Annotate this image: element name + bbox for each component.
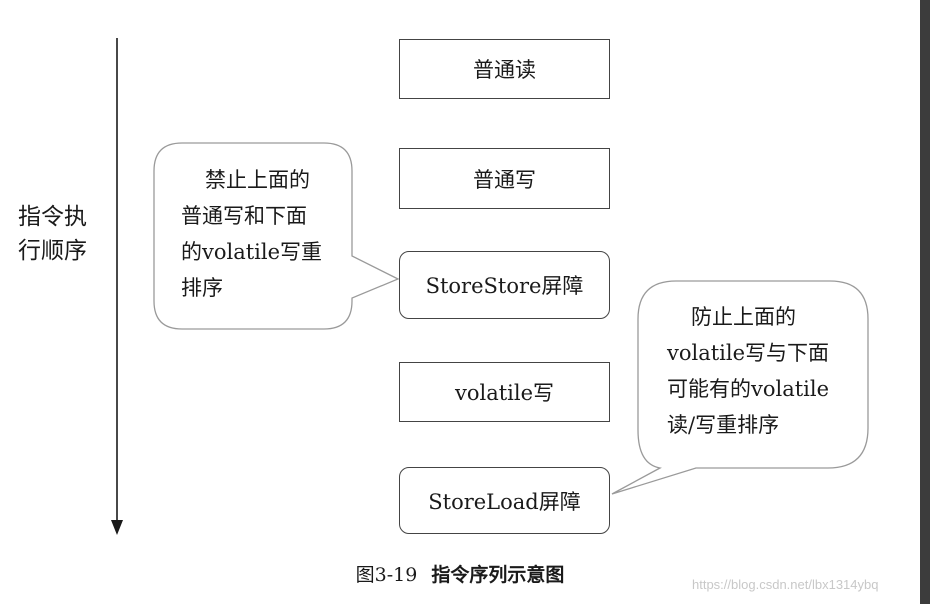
order-axis-arrowhead: [111, 520, 123, 535]
callout-line: 排序: [181, 276, 223, 300]
instruction-label: StoreLoad屏障: [428, 489, 581, 514]
callout-line: volatile写与下面: [667, 341, 830, 365]
instruction-box-normal-read: 普通读: [399, 39, 610, 99]
callout-left-bubble: [153, 142, 400, 330]
axis-label: 指令执 行顺序: [18, 200, 108, 268]
callout-line: 可能有的volatile: [667, 377, 830, 401]
instruction-box-volatile-write: volatile写: [399, 362, 610, 422]
caption-number: 图3-19: [355, 564, 418, 586]
instruction-label: volatile写: [454, 381, 555, 405]
instruction-label: StoreStore屏障: [425, 274, 584, 298]
callout-right-bubble: [611, 280, 869, 495]
axis-label-line: 指令执: [18, 204, 87, 230]
instruction-label: 普通读: [473, 58, 536, 82]
caption-title: 指令序列示意图: [431, 564, 565, 586]
callout-line: 读/写重排序: [667, 413, 780, 437]
instruction-box-normal-write: 普通写: [399, 148, 610, 209]
callout-left-text: 禁止上面的 普通写和下面 的volatile写重 排序: [181, 162, 322, 306]
figure-caption: 图3-19 指令序列示意图: [0, 560, 920, 587]
callout-right-text: 防止上面的 volatile写与下面 可能有的volatile 读/写重排序: [667, 299, 829, 443]
right-edge-bar: [920, 0, 930, 604]
instruction-label: 普通写: [473, 167, 536, 192]
watermark: https://blog.csdn.net/lbx1314ybq: [692, 577, 879, 592]
callout-line: 普通写和下面: [181, 204, 307, 228]
axis-label-line: 行顺序: [18, 238, 87, 264]
callout-line: 禁止上面的: [205, 168, 310, 192]
callout-line: 的volatile写重: [181, 240, 323, 264]
barrier-box-storeload: StoreLoad屏障: [399, 467, 610, 534]
callout-line: 防止上面的: [691, 305, 796, 329]
barrier-box-storestore: StoreStore屏障: [399, 251, 610, 319]
